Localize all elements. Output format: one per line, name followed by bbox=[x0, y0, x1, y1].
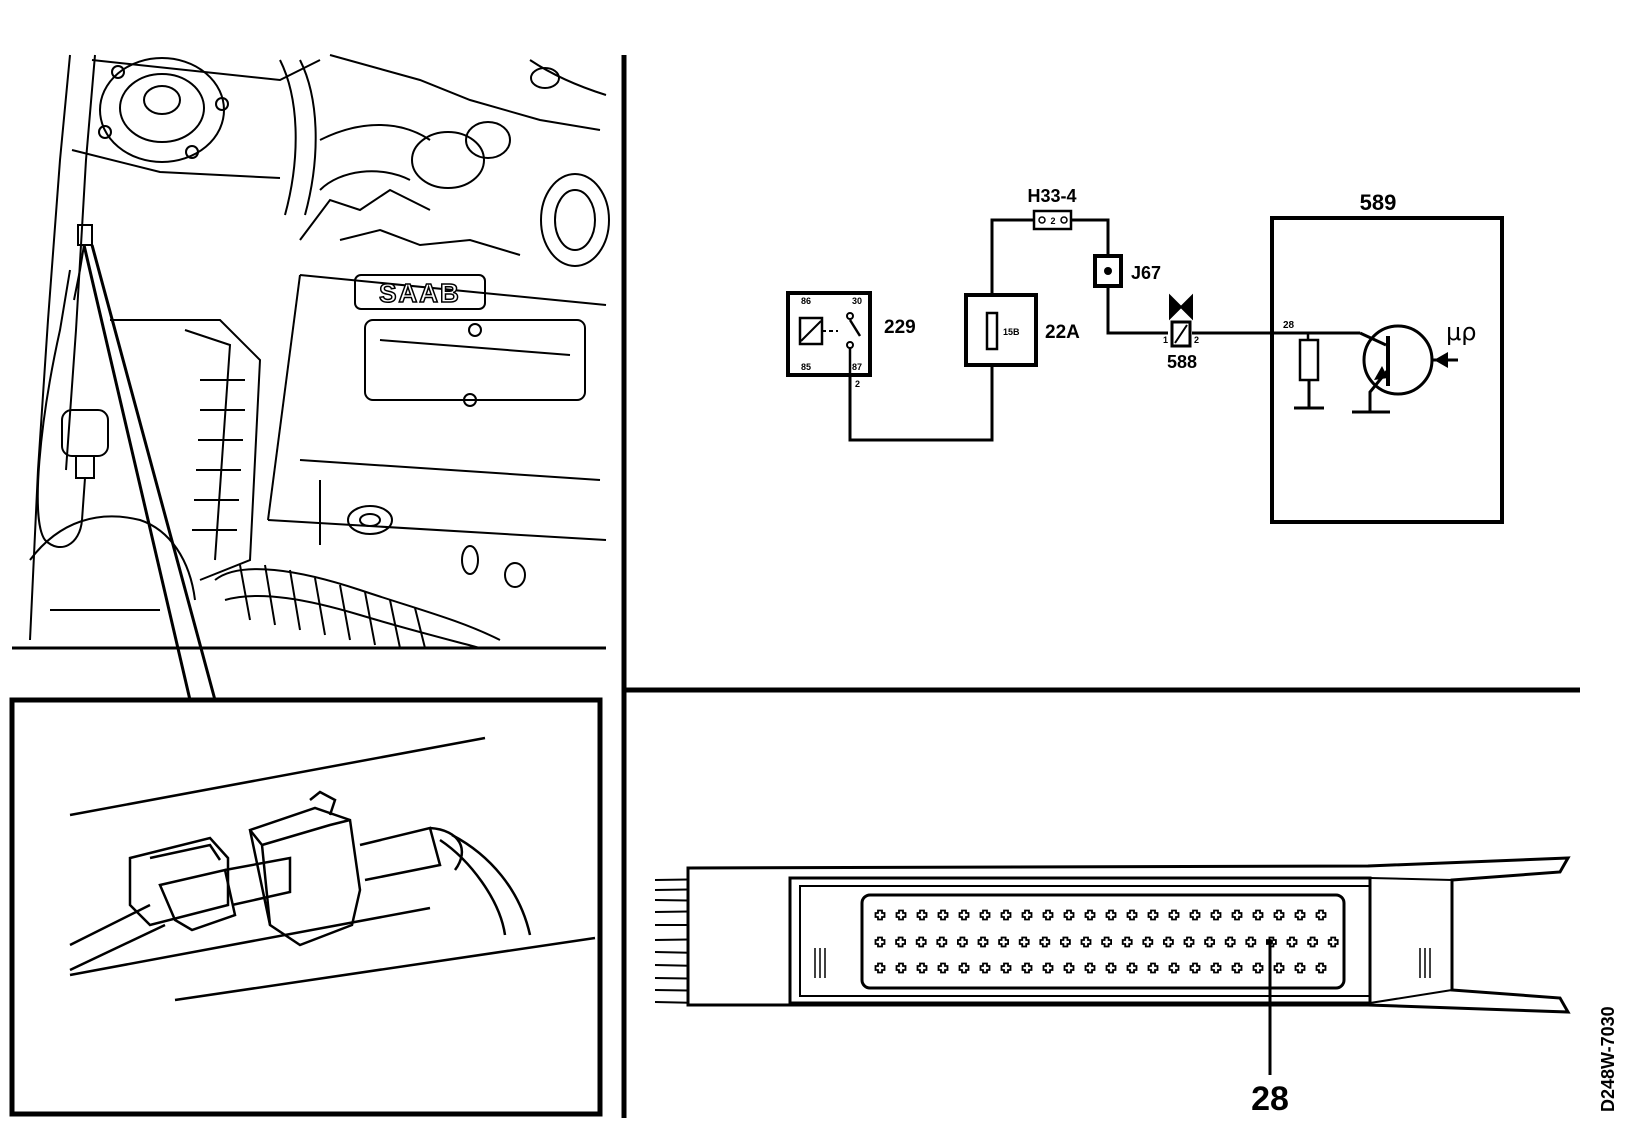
connector-pin-cavity bbox=[1189, 909, 1201, 921]
connector-pin-cavity bbox=[915, 936, 927, 948]
connector-pin-cavity bbox=[1000, 909, 1012, 921]
connector-pin-cavity bbox=[1018, 936, 1030, 948]
connector-pin-cavity bbox=[1231, 962, 1243, 974]
ecu-label: 589 bbox=[1360, 190, 1397, 215]
connector-pin-cavity bbox=[1307, 936, 1318, 948]
engine-bay-illustration bbox=[12, 54, 610, 701]
pin-28-callout: 28 bbox=[1251, 1080, 1289, 1118]
junction-label: J67 bbox=[1131, 263, 1161, 283]
engine-brand-label: SAAB bbox=[379, 278, 461, 308]
connector-pin-cavity bbox=[1147, 962, 1159, 974]
connector-pin-cavity bbox=[1163, 936, 1174, 948]
relay-terminal-30: 30 bbox=[852, 296, 862, 306]
connector-pin-cavity bbox=[1101, 936, 1112, 948]
connector-pin-cavity bbox=[1327, 936, 1339, 948]
connector-pin-cavity bbox=[1252, 962, 1264, 974]
connector-pin-cavity bbox=[1273, 909, 1285, 921]
connector-h-label: H33-4 bbox=[1027, 186, 1076, 206]
relay-terminal-86: 86 bbox=[801, 296, 811, 306]
connector-pin-cavity bbox=[1126, 909, 1138, 921]
ecu-pin-label: 28 bbox=[1283, 320, 1295, 331]
connector-pin-cavity bbox=[958, 962, 970, 974]
connector-pin-cavity bbox=[874, 962, 886, 974]
connector-pin-cavity bbox=[957, 936, 968, 948]
connector-pin-cavity bbox=[977, 936, 989, 948]
connector-pin-cavity bbox=[1286, 936, 1298, 948]
relay-label: 229 bbox=[884, 317, 916, 338]
connector-pin-cavity bbox=[1121, 936, 1133, 948]
connector-pin-cavity bbox=[874, 936, 886, 948]
connector-pin-cavity bbox=[1021, 909, 1033, 921]
connector-pin-cavity bbox=[916, 962, 928, 974]
connector-pin-cavity bbox=[979, 962, 991, 974]
connector-pin-cavity bbox=[1084, 962, 1096, 974]
connector-pin-cavity bbox=[1315, 909, 1327, 921]
connector-pin-cavity bbox=[1231, 909, 1243, 921]
connector-pin-cavity bbox=[1063, 962, 1075, 974]
sensor-pin-1: 1 bbox=[1163, 335, 1168, 345]
wiring-diagram: 86 30 85 87 2 229 15B 22A 2 H33-4 bbox=[786, 186, 1504, 524]
ecu-589 bbox=[1270, 216, 1504, 524]
sensor-pin-2: 2 bbox=[1194, 335, 1199, 345]
connector-pin-cavity bbox=[1294, 962, 1306, 974]
connector-pin-cavity bbox=[916, 909, 928, 921]
fuse-label: 22A bbox=[1045, 322, 1080, 343]
connector-pin-cavity bbox=[1252, 909, 1264, 921]
connector-pin-cavity bbox=[1021, 962, 1033, 974]
connector-pin-cavity bbox=[1142, 936, 1154, 948]
connector-pin-cavity bbox=[895, 909, 907, 921]
connector-pin-cavity bbox=[1080, 936, 1092, 948]
connector-pin-cavity bbox=[1168, 962, 1180, 974]
relay-output-pin: 2 bbox=[855, 379, 860, 389]
connector-pin-cavity bbox=[1042, 909, 1054, 921]
junction-j67 bbox=[1093, 254, 1123, 288]
connector-pin-cavity bbox=[1224, 936, 1236, 948]
connector-pin-cavity bbox=[1147, 909, 1159, 921]
connector-pin-cavity bbox=[1060, 936, 1071, 948]
relay-229 bbox=[786, 291, 872, 377]
fuse-22a bbox=[964, 293, 1038, 367]
connector-pin-cavity bbox=[1063, 909, 1075, 921]
sensor-588 bbox=[1169, 293, 1193, 348]
connector-pin-cavity bbox=[936, 936, 948, 948]
connector-pin-cavity bbox=[1245, 936, 1257, 948]
connector-pin-cavity bbox=[1294, 909, 1306, 921]
connector-pin-cavity bbox=[895, 962, 907, 974]
connector-pin-cavity bbox=[1000, 962, 1012, 974]
connector-pin-cavity bbox=[1084, 909, 1096, 921]
relay-terminal-85: 85 bbox=[801, 362, 811, 372]
connector-h-pin: 2 bbox=[1050, 216, 1055, 226]
connector-pin-cavity bbox=[895, 936, 906, 948]
connector-pin-cavity bbox=[1042, 962, 1054, 974]
connector-pin-cavity bbox=[1315, 962, 1327, 974]
connector-pin-cavity bbox=[1126, 962, 1138, 974]
connector-pin-cavity bbox=[937, 962, 949, 974]
connector-pin-cavity bbox=[1183, 936, 1195, 948]
connector-pin-cavity bbox=[1168, 909, 1180, 921]
relay-terminal-87: 87 bbox=[852, 362, 862, 372]
connector-pin-cavity bbox=[1105, 962, 1117, 974]
connector-pin-cavity bbox=[979, 909, 991, 921]
connector-pin-cavity bbox=[1204, 936, 1215, 948]
connector-pin-cavity bbox=[1210, 909, 1222, 921]
connector-pin-cavity bbox=[1273, 962, 1285, 974]
connector-pin-cavity bbox=[1105, 909, 1117, 921]
connector-pin-cavity bbox=[874, 909, 886, 921]
ecu-connector-illustration bbox=[654, 856, 1571, 1075]
circuit-wires bbox=[848, 218, 1360, 442]
connector-pin-cavity bbox=[1210, 962, 1222, 974]
connector-pin-cavity bbox=[1189, 962, 1201, 974]
connector-pin-cavity bbox=[937, 909, 949, 921]
connector-detail-inset bbox=[9, 697, 603, 1117]
connector-pin-cavity bbox=[1039, 936, 1051, 948]
ecu-signal-symbol: μρ bbox=[1446, 318, 1477, 346]
fuse-rating: 15B bbox=[1003, 327, 1020, 337]
connector-h33-4 bbox=[1032, 209, 1073, 231]
ecu-pin-grid bbox=[874, 909, 1339, 974]
sensor-label: 588 bbox=[1167, 352, 1197, 372]
connector-pin-cavity bbox=[998, 936, 1009, 948]
figure-code: D248W-7030 bbox=[1598, 1006, 1618, 1112]
connector-pin-cavity bbox=[958, 909, 970, 921]
